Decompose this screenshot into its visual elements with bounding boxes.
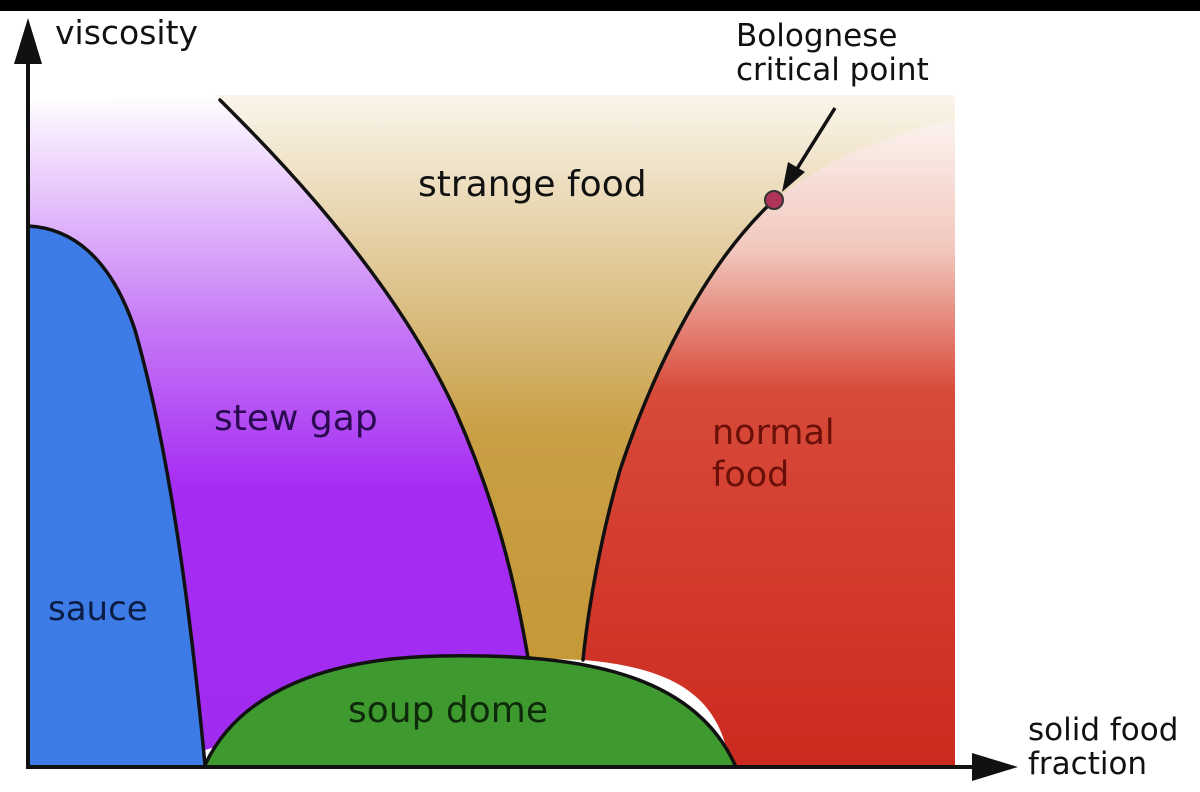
stew-boundary-line (218, 98, 530, 660)
soup-dome-outline (203, 654, 737, 767)
sauce-label: sauce (48, 589, 148, 629)
strange-food-region (215, 95, 955, 660)
stew-gap-label: stew gap (214, 398, 378, 439)
x-axis-arrowhead (972, 753, 1018, 781)
normal-food-label-line-2: food (712, 455, 789, 495)
normal-boundary-line (581, 200, 774, 662)
annotation-line-1: Bolognese (736, 18, 897, 54)
normal-food-label-line-1: normal (712, 413, 835, 453)
strange-food-label: strange food (418, 164, 647, 205)
soup-dome-region (205, 655, 735, 765)
sauce-region (28, 226, 205, 765)
x-axis-label-line-1: solid food (1028, 712, 1178, 748)
normal-food-region (583, 120, 955, 765)
annotation-line-2: critical point (736, 52, 929, 88)
critical-point-arrowhead (782, 162, 805, 192)
soup-dome-label: soup dome (348, 690, 548, 731)
stew-gap-region (30, 95, 528, 750)
critical-point-arrow-line (793, 107, 837, 173)
top-border-bar (0, 0, 1200, 11)
y-axis-label: viscosity (55, 13, 198, 52)
bolognese-critical-point (764, 190, 784, 210)
y-axis-arrowhead (14, 18, 42, 64)
sauce-boundary-line (26, 224, 207, 767)
x-axis-label-line-2: fraction (1028, 746, 1147, 782)
